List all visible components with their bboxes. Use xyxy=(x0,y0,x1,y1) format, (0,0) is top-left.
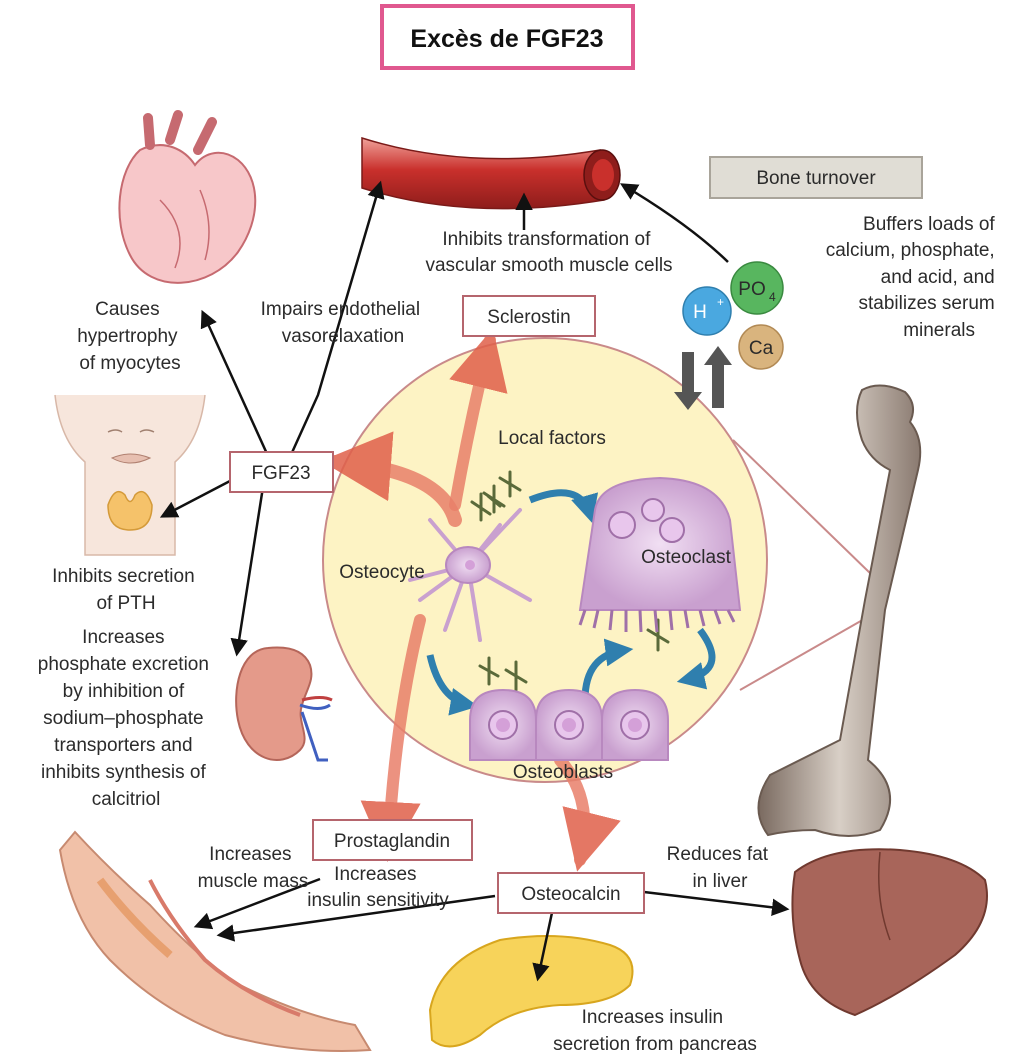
femur-illustration xyxy=(758,385,920,836)
osteoblast-cells xyxy=(470,690,668,760)
ion-po4: PO 4 xyxy=(731,262,783,314)
svg-text:Ca: Ca xyxy=(749,338,774,359)
liver-illustration xyxy=(792,849,987,1015)
svg-text:H: H xyxy=(693,302,707,323)
insulin-secretion-label: Increases insulin secretion from pancrea… xyxy=(553,1007,757,1055)
osteocyte-label: Osteocyte xyxy=(339,562,425,583)
pth-label: Inhibits secretion of PTH xyxy=(52,566,200,614)
bone-turnover-label: Bone turnover xyxy=(756,168,876,189)
face-thyroid-illustration xyxy=(55,395,205,555)
svg-text:4: 4 xyxy=(769,290,776,304)
phosphate-label: Increases phosphate excretion by inhibit… xyxy=(38,627,214,810)
osteocalcin-label: Osteocalcin xyxy=(521,884,620,905)
ion-flux-arrows xyxy=(674,346,732,410)
hypertrophy-label: Causes hypertrophy of myocytes xyxy=(77,299,183,374)
prostaglandin-label: Prostaglandin xyxy=(334,831,450,852)
osteocalcin-box: Osteocalcin xyxy=(498,873,644,913)
liver-fat-label: Reduces fat in liver xyxy=(667,844,774,892)
osteoblasts-label: Osteoblasts xyxy=(513,762,613,783)
ion-h: H + xyxy=(683,287,731,335)
page-title: Excès de FGF23 xyxy=(410,25,603,53)
pancreas-illustration xyxy=(430,936,633,1046)
sclerostin-box: Sclerostin xyxy=(463,296,595,336)
sclerostin-label: Sclerostin xyxy=(487,307,570,328)
blood-vessel xyxy=(362,138,620,209)
title-box: Excès de FGF23 xyxy=(382,6,633,68)
bone-turnover-box: Bone turnover xyxy=(710,157,922,198)
ion-ca: Ca xyxy=(739,325,783,369)
prostaglandin-box: Prostaglandin xyxy=(313,820,472,860)
heart-illustration xyxy=(119,115,255,283)
impairs-label: Impairs endothelial vasorelaxation xyxy=(261,299,426,347)
kidney-illustration xyxy=(236,648,332,760)
local-factors-label: Local factors xyxy=(498,428,606,449)
muscle-mass-label: Increases muscle mass xyxy=(198,844,309,892)
vascular-label: Inhibits transformation of vascular smoo… xyxy=(425,229,672,276)
insulin-sensitivity-label: Increases insulin sensitivity xyxy=(307,864,449,911)
svg-text:PO: PO xyxy=(738,279,765,300)
osteoclast-label: Osteoclast xyxy=(641,547,731,568)
fgf23-label: FGF23 xyxy=(251,463,310,484)
fgf23-box: FGF23 xyxy=(230,452,333,492)
svg-text:+: + xyxy=(717,295,724,309)
buffers-label: Buffers loads of calcium, phosphate, and… xyxy=(826,214,1000,341)
